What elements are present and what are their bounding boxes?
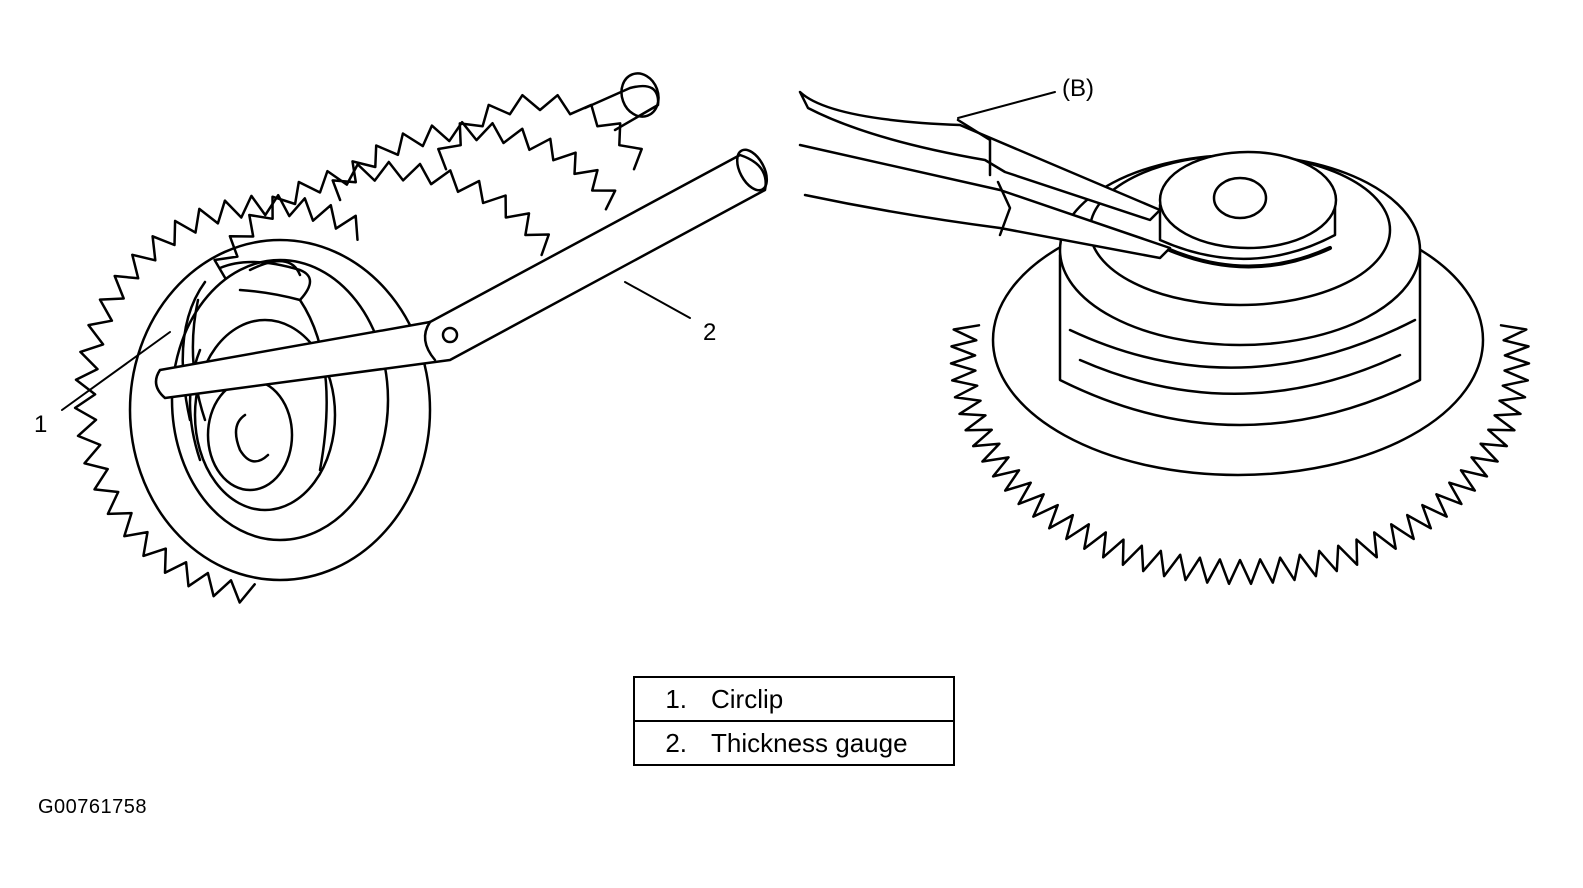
gear-hub xyxy=(128,238,432,582)
leader-line-b xyxy=(957,91,1056,119)
snap-ring-collar xyxy=(1158,150,1338,269)
leader-line-1 xyxy=(61,331,171,411)
leader-line-2 xyxy=(624,281,691,319)
left-gear-teeth xyxy=(73,193,359,604)
thickness-gauge xyxy=(154,148,769,400)
shaft-end xyxy=(583,72,660,132)
stack-gear-2 xyxy=(331,120,617,211)
callout-1: 1 xyxy=(34,411,47,438)
legend-row-number: 2. xyxy=(665,727,687,758)
stack-gear-3 xyxy=(437,93,643,171)
legend-row-label: Thickness gauge xyxy=(711,727,908,758)
right-gear-teeth xyxy=(949,324,1531,586)
callout-b: (B) xyxy=(1062,75,1094,102)
stack-gear-1 xyxy=(213,160,551,280)
legend-table: 1. Circlip 2. Thickness gauge xyxy=(633,676,955,766)
circlip xyxy=(181,259,312,422)
circlip-pliers xyxy=(798,90,1172,260)
legend-row-label: Circlip xyxy=(711,683,784,714)
figure-id: G00761758 xyxy=(38,796,148,818)
legend-row-number: 1. xyxy=(665,683,687,714)
callout-2: 2 xyxy=(703,319,716,346)
left-gear-assembly-illustration xyxy=(61,72,769,604)
legend-row: 1. Circlip xyxy=(633,676,955,722)
legend-row: 2. Thickness gauge xyxy=(633,720,955,766)
right-gear-illustration xyxy=(949,150,1531,586)
